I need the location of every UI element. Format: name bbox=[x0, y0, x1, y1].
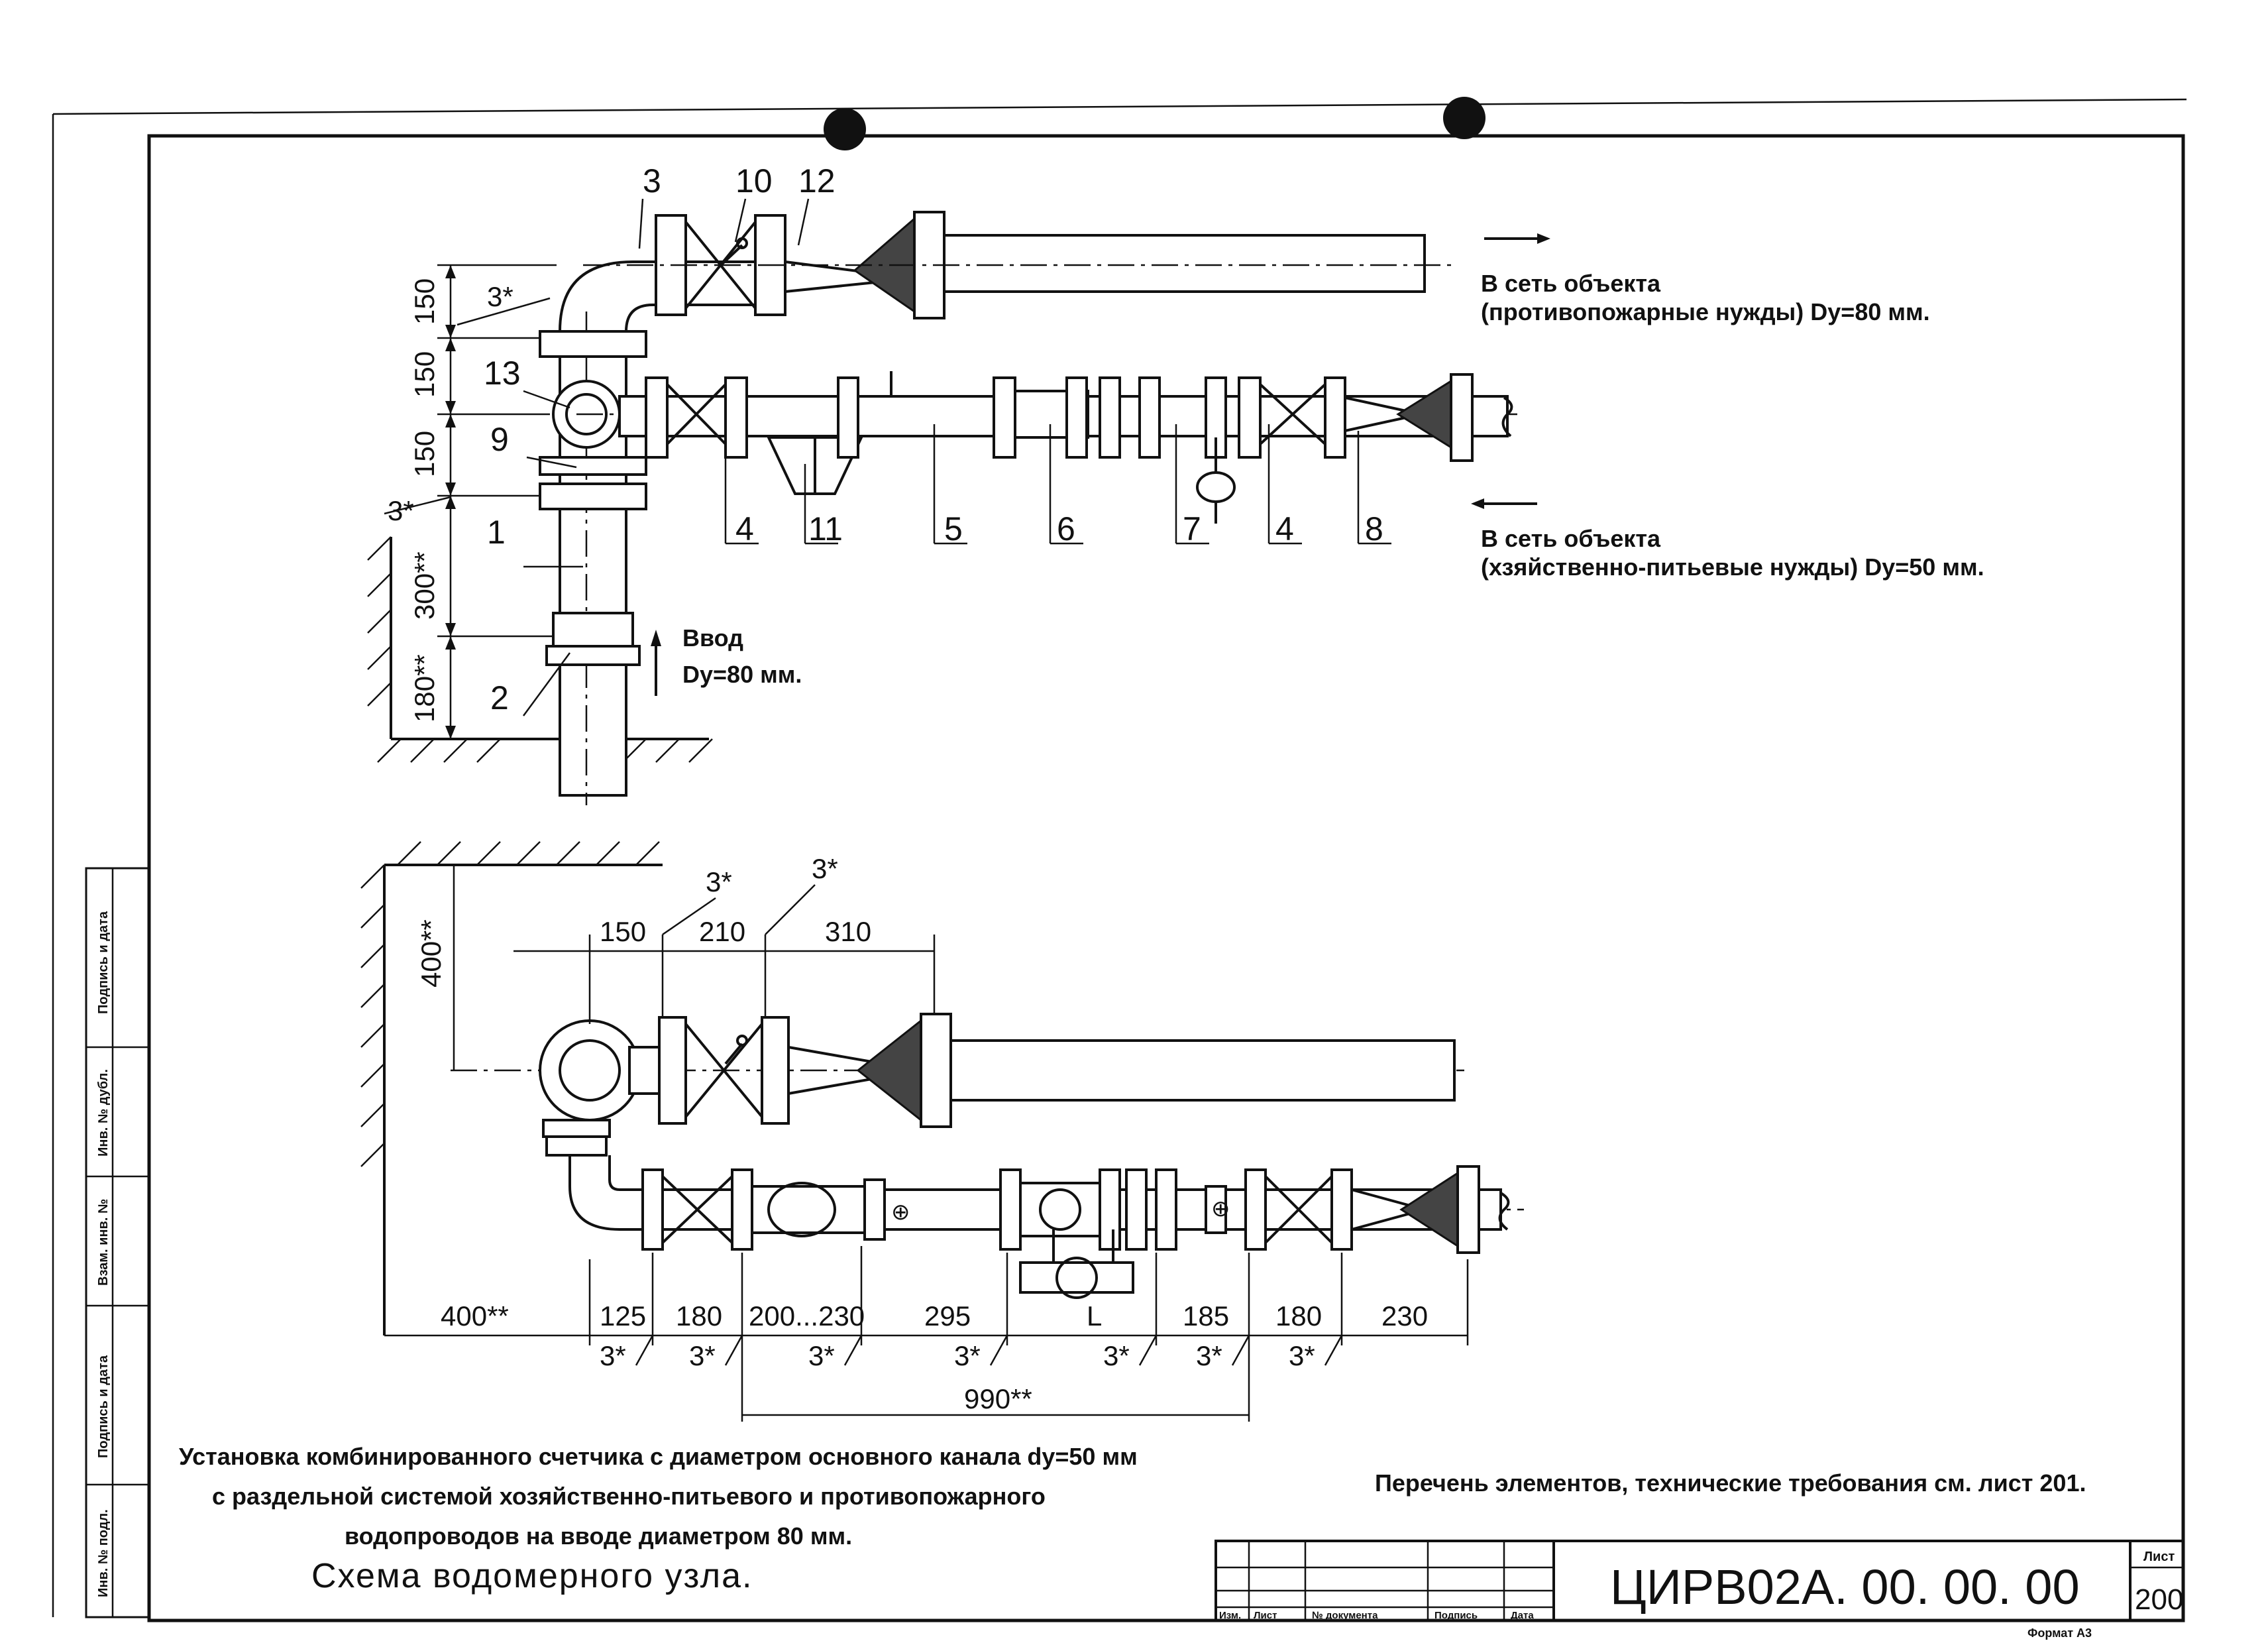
caption-block: Установка комбинированного счетчика с ди… bbox=[179, 1443, 2086, 1595]
dim-total-990: 990** bbox=[964, 1383, 1032, 1414]
label-9: 9 bbox=[490, 421, 509, 458]
dim-210: 210 bbox=[699, 916, 745, 947]
flow-notes: Ввод Dy=80 мм. В сеть объекта (противопо… bbox=[682, 270, 1984, 688]
side-stamp: Подпись и дата Инв. № дубл. Взам. инв. №… bbox=[85, 867, 150, 1618]
label-4a: 4 bbox=[735, 510, 754, 547]
dim-150-c: 150 bbox=[409, 431, 440, 477]
tb-sheet-label: Лист bbox=[2143, 1550, 2175, 1564]
input-note-diameter: Dy=80 мм. bbox=[682, 661, 802, 688]
dim-row-180b: 180 bbox=[1275, 1300, 1322, 1332]
label-8: 8 bbox=[1365, 510, 1383, 547]
top-dimensions: 150 150 150 300** 180** 3* 3* bbox=[388, 278, 513, 722]
bottom-dimensions: 400** 150 210 310 3* 3* 400** 125 180 20… bbox=[415, 853, 1428, 1414]
label-5: 5 bbox=[944, 510, 963, 547]
dim-row-230: 230 bbox=[1381, 1300, 1428, 1332]
label-12: 12 bbox=[798, 162, 836, 199]
dim-180: 180** bbox=[409, 654, 440, 722]
svg-text:⊕: ⊕ bbox=[891, 1200, 910, 1225]
label-3: 3 bbox=[643, 162, 661, 199]
dim-row-400: 400** bbox=[441, 1300, 509, 1332]
label-7: 7 bbox=[1183, 510, 1201, 547]
gap-row-7: 3* bbox=[1289, 1340, 1315, 1371]
dim-310: 310 bbox=[825, 916, 871, 947]
tb-col-date: Дата bbox=[1511, 1610, 1534, 1621]
side-stamp-orig-inv: Инв. № подл. bbox=[96, 1509, 111, 1597]
gap-row-2: 3* bbox=[689, 1340, 716, 1371]
caption-line-3: водопроводов на вводе диаметром 80 мм. bbox=[345, 1522, 852, 1550]
label-10: 10 bbox=[735, 162, 773, 199]
label-2: 2 bbox=[490, 679, 509, 716]
dim-row-185: 185 bbox=[1183, 1300, 1229, 1332]
gap-row-4: 3* bbox=[954, 1340, 981, 1371]
dim-row-200-230: 200...230 bbox=[749, 1300, 865, 1332]
fire-outlet-note-desc: (противопожарные нужды) Dy=80 мм. bbox=[1481, 298, 1930, 325]
dim-row-295: 295 bbox=[924, 1300, 971, 1332]
bottom-view-scheme: ⊕ ⊕ bbox=[360, 841, 1524, 1422]
gap-row-3: 3* bbox=[808, 1340, 835, 1371]
label-4b: 4 bbox=[1275, 510, 1294, 547]
svg-text:⊕: ⊕ bbox=[1211, 1196, 1230, 1221]
tb-designation: ЦИРВ02А. 00. 00. 00 bbox=[1610, 1560, 2080, 1615]
side-stamp-replace-inv: Взам. инв. № bbox=[96, 1199, 111, 1286]
dim-300: 300** bbox=[409, 551, 440, 620]
gap-row-1: 3* bbox=[600, 1340, 626, 1371]
fire-outlet-note-title: В сеть объекта bbox=[1481, 270, 1661, 297]
dim-150-b: 150 bbox=[409, 351, 440, 398]
dim-row-L: L bbox=[1087, 1300, 1102, 1332]
dim-150-a: 150 bbox=[409, 278, 440, 325]
dim-400-vertical: 400** bbox=[415, 919, 447, 988]
label-1: 1 bbox=[487, 514, 506, 551]
gap-row-5: 3* bbox=[1103, 1340, 1130, 1371]
side-stamp-sign-date-2: Подпись и дата bbox=[96, 1355, 111, 1458]
house-outlet-note-desc: (хзяйственно-питьевые нужды) Dy=50 мм. bbox=[1481, 553, 1984, 581]
gap-row-6: 3* bbox=[1196, 1340, 1222, 1371]
title-block: Изм. Лист № документа Подпись Дата ЦИРВ0… bbox=[1215, 1540, 2185, 1640]
gap-3-top-a: 3* bbox=[487, 281, 513, 312]
dim-150-top: 150 bbox=[600, 916, 646, 947]
drawing-title: Схема водомерного узла. bbox=[311, 1557, 753, 1595]
caption-line-1: Установка комбинированного счетчика с ди… bbox=[179, 1443, 1138, 1470]
top-view-scheme bbox=[367, 198, 1550, 805]
label-13: 13 bbox=[484, 355, 521, 392]
gap-3-bottom-b: 3* bbox=[812, 853, 838, 884]
gap-3-top-b: 3* bbox=[388, 495, 414, 526]
house-outlet-note-title: В сеть объекта bbox=[1481, 525, 1661, 552]
dim-row-180a: 180 bbox=[676, 1300, 722, 1332]
side-stamp-sign-date-1: Подпись и дата bbox=[96, 911, 111, 1014]
tb-format: Формат А3 bbox=[2027, 1626, 2092, 1640]
tb-col-list: Лист bbox=[1254, 1610, 1277, 1621]
caption-line-2: с раздельной системой хозяйственно-питье… bbox=[212, 1483, 1046, 1510]
tb-col-doc: № документа bbox=[1312, 1610, 1378, 1621]
tb-sheet-number: 200 bbox=[2135, 1583, 2183, 1616]
tb-col-sign: Подпись bbox=[1434, 1610, 1478, 1621]
side-stamp-dup-inv: Инв. № дубл. bbox=[96, 1069, 111, 1157]
label-6: 6 bbox=[1057, 510, 1075, 547]
dim-row-125: 125 bbox=[600, 1300, 646, 1332]
reference-note: Перечень элементов, технические требован… bbox=[1375, 1469, 2086, 1497]
label-11: 11 bbox=[808, 510, 843, 547]
tb-col-izm: Изм. bbox=[1219, 1610, 1241, 1621]
gap-3-bottom-a: 3* bbox=[706, 866, 732, 897]
top-position-labels: 3 10 12 13 9 1 2 4 11 5 6 7 4 8 bbox=[484, 162, 1383, 716]
input-note-title: Ввод bbox=[682, 624, 743, 652]
